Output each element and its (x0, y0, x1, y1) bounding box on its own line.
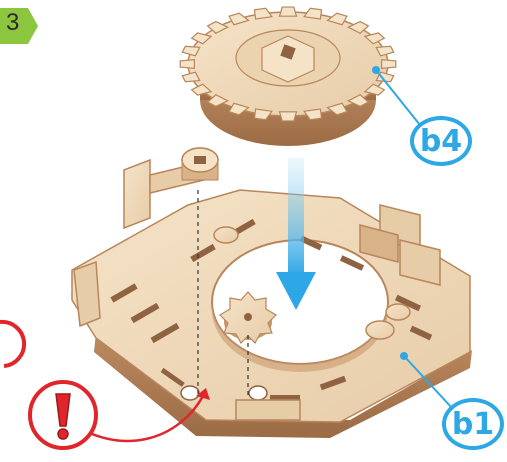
label-b1: b1 (442, 398, 504, 450)
step-number: 3 (6, 9, 19, 37)
gear-tooth (254, 8, 271, 19)
gear-tooth (280, 112, 297, 121)
gear-tooth (382, 60, 396, 69)
gear-tooth (304, 8, 321, 19)
exclamation-icon (32, 384, 94, 446)
gear-tooth (180, 60, 194, 69)
step-badge: 3 (0, 6, 36, 40)
warning-badge (28, 380, 98, 450)
gear-tooth (280, 7, 297, 16)
label-b4: b4 (410, 116, 472, 166)
top-gear (180, 7, 396, 146)
cropped-warning-ring (0, 322, 24, 366)
